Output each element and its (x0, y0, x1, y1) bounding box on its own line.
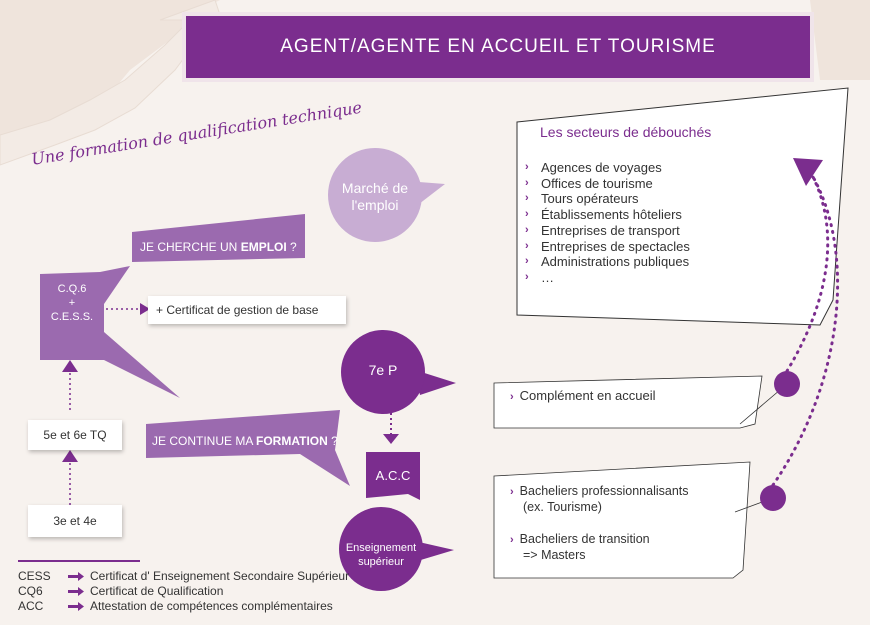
list-item: ›Offices de tourisme (525, 175, 653, 191)
certificat-card: + Certificat de gestion de base (148, 296, 346, 324)
septieme-label: 7e P (368, 362, 398, 378)
page-title: AGENT/AGENTE EN ACCUEIL ET TOURISME (186, 16, 810, 78)
list-item: ›Entreprises de transport (525, 222, 680, 238)
certificat-label: + Certificat de gestion de base (156, 303, 319, 317)
list-item: ›Entreprises de spectacles (525, 238, 690, 254)
secteurs-box-shape (516, 87, 849, 326)
complement-label: ›Complément en accueil (510, 388, 656, 403)
cq6-line3: C.E.S.S. (50, 311, 94, 323)
cq6-line1: C.Q.6 (57, 283, 87, 295)
bacheliers-pro-ex: (ex. Tourisme) (523, 500, 602, 514)
ans34-label: 3e et 4e (53, 514, 97, 528)
chevron-right-icon: › (525, 270, 529, 283)
bacheliers-box-shape (493, 461, 751, 579)
cq6-shape (40, 266, 180, 398)
legend: CESS Certificat d' Enseignement Secondai… (18, 569, 358, 614)
chevron-right-icon: › (525, 239, 529, 252)
tq56-card: 5e et 6e TQ (28, 420, 122, 450)
arrowhead-triangle (793, 158, 823, 186)
arrow-right-icon (68, 587, 84, 596)
arrow-right-icon (68, 602, 84, 611)
legend-row-cess: CESS Certificat d' Enseignement Secondai… (18, 569, 350, 583)
cq6-line2: + (68, 297, 76, 309)
list-item: ›Établissements hôteliers (525, 207, 682, 223)
acc-shape (366, 452, 420, 500)
chevron-right-icon: › (525, 192, 529, 205)
ans34-card: 3e et 4e (28, 505, 122, 537)
bacheliers-block: ›Bacheliers professionnalisants (ex. Tou… (510, 484, 689, 563)
chevron-right-icon: › (525, 223, 529, 236)
secteurs-list: ›Agences de voyages ›Offices de tourisme… (525, 160, 690, 286)
emploi-banner (132, 214, 305, 262)
chevron-right-icon: › (510, 534, 514, 546)
list-item: ›… (525, 269, 554, 285)
bacheliers-pro: ›Bacheliers professionnalisants (510, 484, 689, 498)
legend-row-acc: ACC Attestation de compétences complémen… (18, 599, 333, 613)
list-item: ›Agences de voyages (525, 160, 662, 175)
background-growth-arrow (0, 0, 220, 150)
secteurs-title: Les secteurs de débouchés (540, 124, 712, 140)
marche-bubble (419, 182, 445, 204)
chevron-right-icon: › (510, 391, 514, 403)
acc-label: A.C.C (375, 468, 411, 483)
chevron-right-icon: › (510, 486, 514, 498)
chevron-right-icon: › (525, 208, 529, 221)
list-item: ›Tours opérateurs (525, 191, 639, 207)
chevron-right-icon: › (525, 255, 529, 268)
arrow-right-icon (68, 572, 84, 581)
cq6-label: C.Q.6 + C.E.S.S. (40, 282, 104, 324)
emploi-label: JE CHERCHE UN EMPLOI ? (140, 240, 297, 254)
formation-label: JE CONTINUE MA FORMATION ? (152, 434, 338, 448)
marche-label: Marché de l'emploi (341, 180, 409, 213)
formation-banner (146, 410, 350, 486)
title-banner: AGENT/AGENTE EN ACCUEIL ET TOURISME (182, 12, 814, 82)
tq56-label: 5e et 6e TQ (43, 428, 107, 442)
enseignement-label: Enseignement supérieur (345, 542, 417, 568)
legend-row-cq6: CQ6 Certificat de Qualification (18, 584, 224, 598)
chevron-right-icon: › (525, 176, 529, 189)
list-item: ›Administrations publiques (525, 254, 690, 270)
bacheliers-trans: ›Bacheliers de transition (510, 532, 650, 546)
chevron-right-icon: › (525, 161, 529, 173)
bacheliers-masters: => Masters (523, 548, 586, 562)
complement-box-shape (493, 375, 763, 429)
